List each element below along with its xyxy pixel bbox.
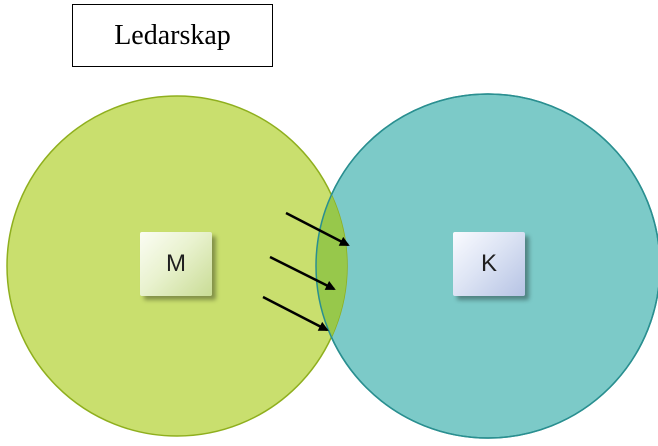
- arrow-3: [262, 295, 329, 332]
- label-m-text: M: [166, 250, 186, 277]
- label-k-text: K: [480, 250, 497, 277]
- label-box-m: M: [140, 232, 212, 296]
- arrow-1: [285, 211, 350, 247]
- title-text: Ledarskap: [114, 19, 231, 51]
- arrow-2: [269, 255, 336, 291]
- label-box-k: K: [453, 232, 525, 296]
- title-box: Ledarskap: [72, 4, 273, 67]
- right-circle-outline: [315, 93, 658, 439]
